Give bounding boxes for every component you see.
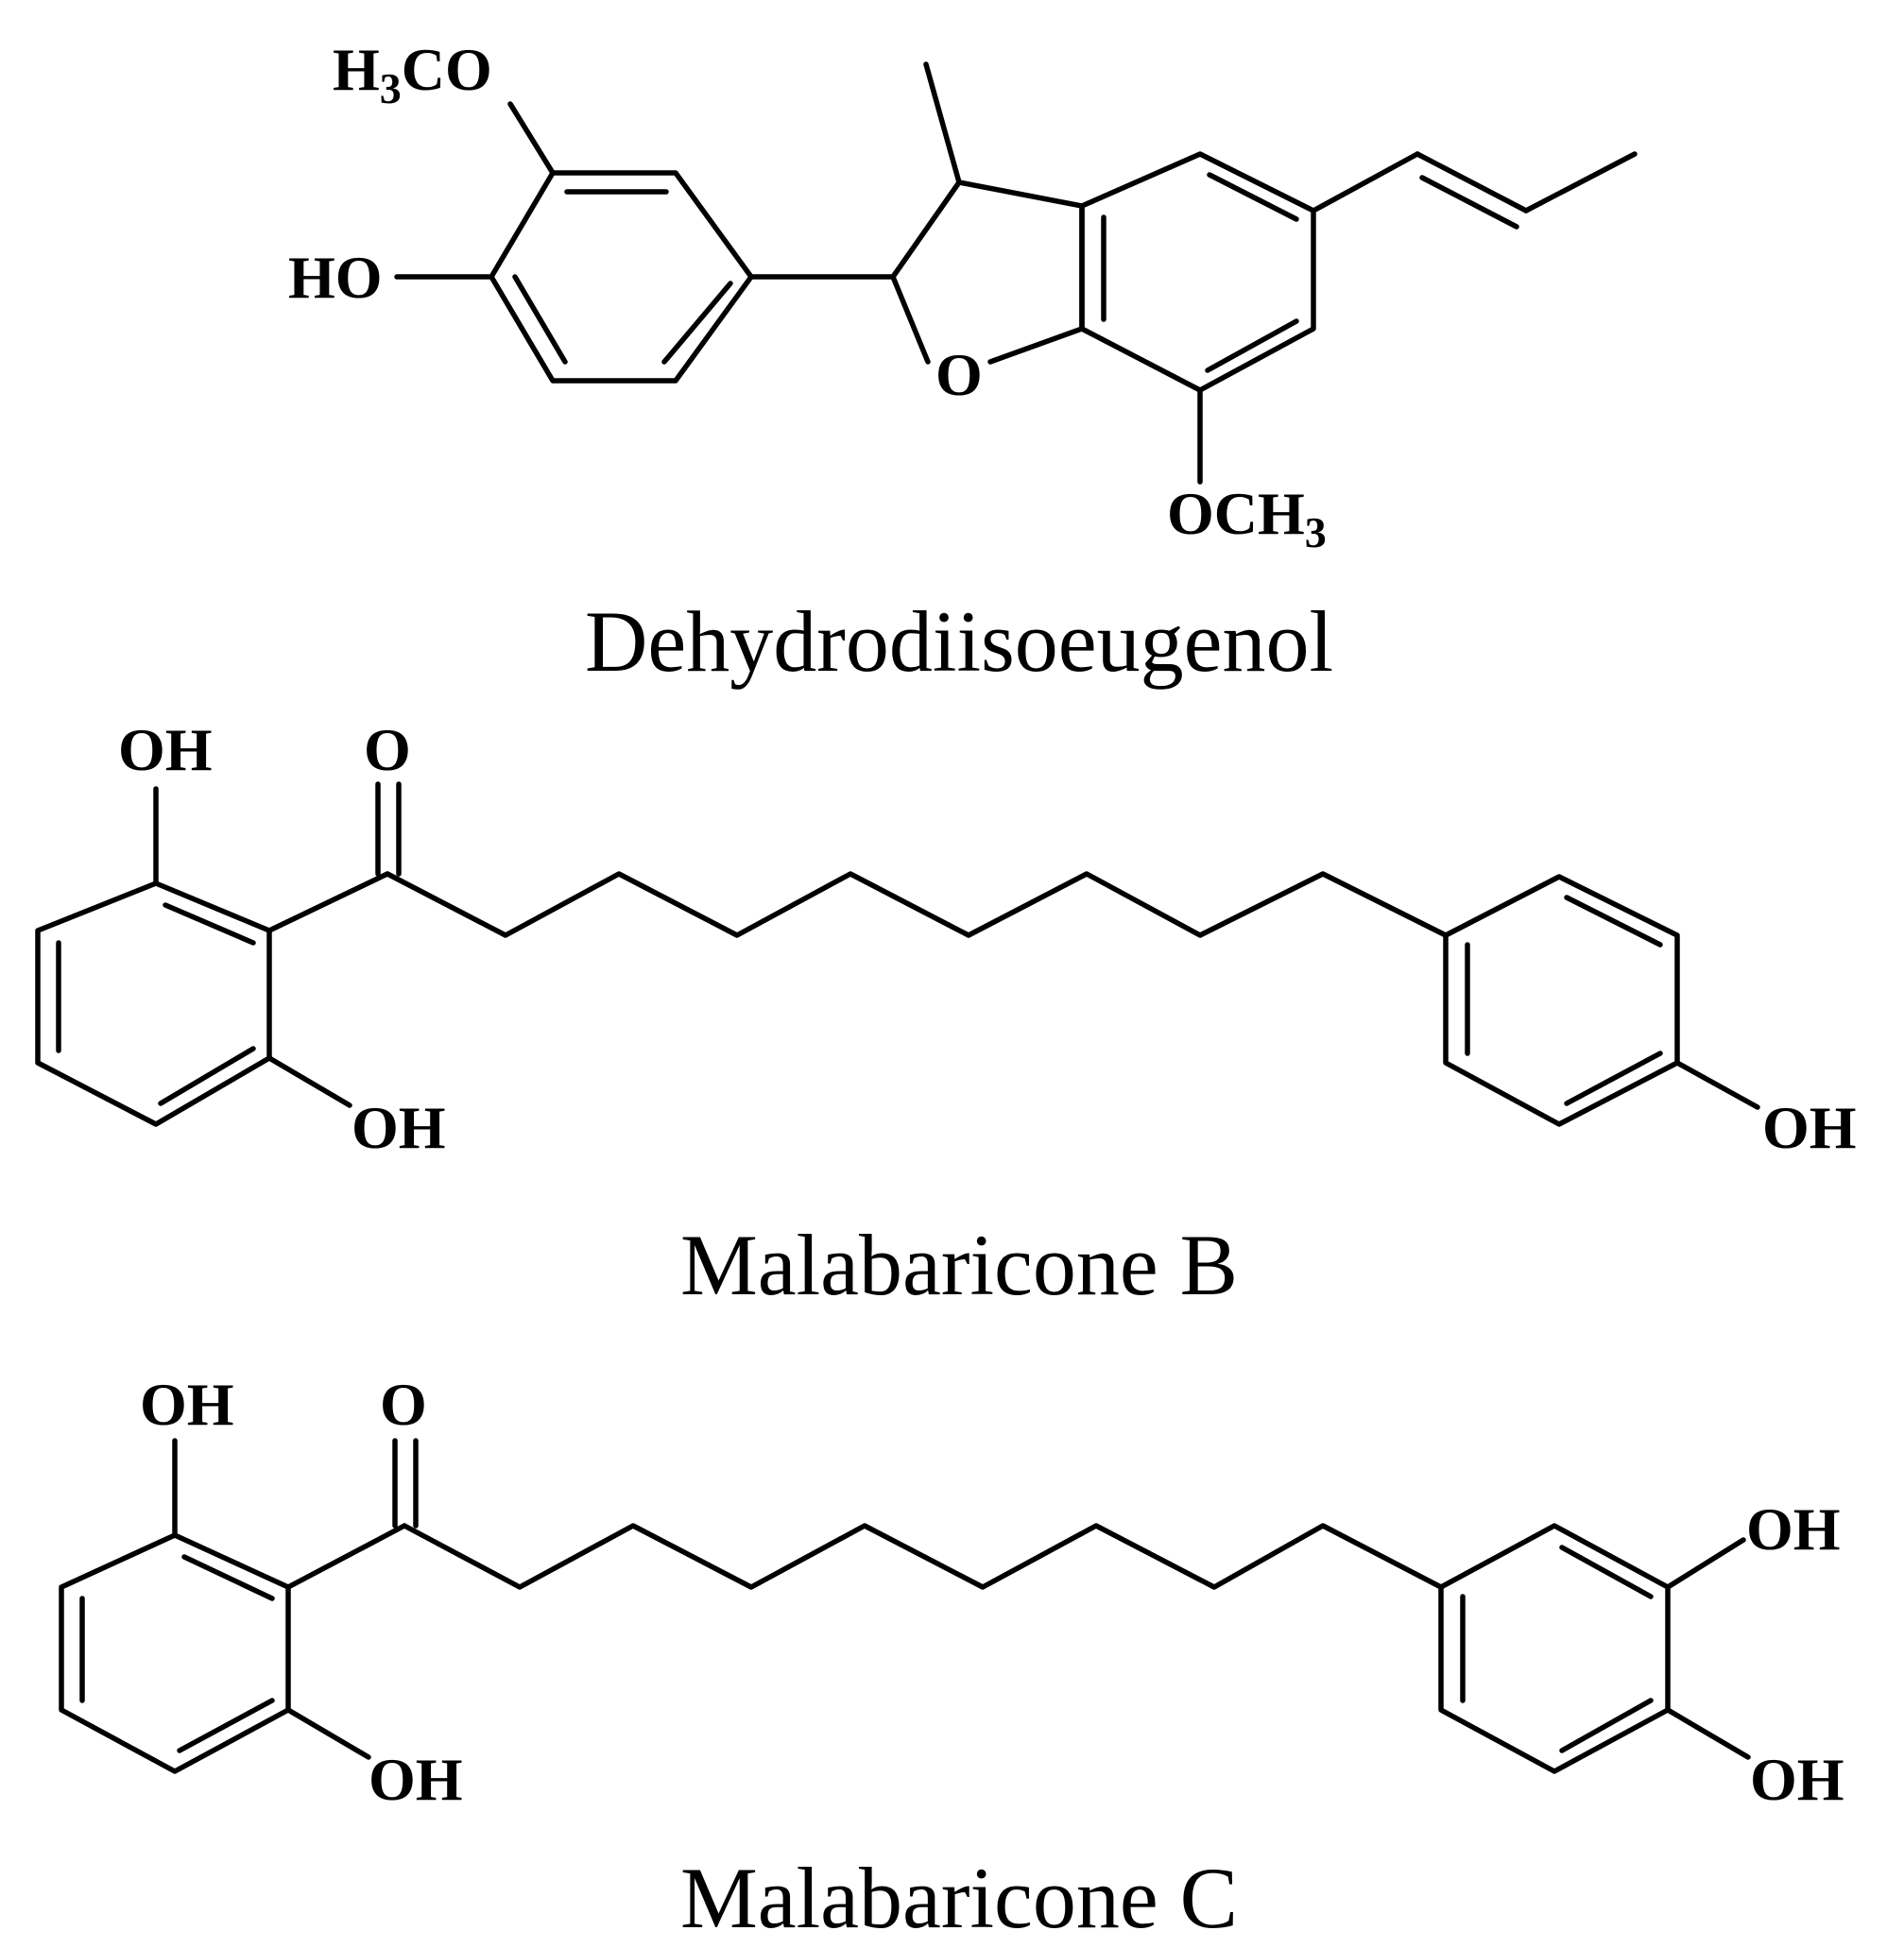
left-aryl-ring xyxy=(489,170,754,384)
malabaricone-b-alkyl-chain xyxy=(385,871,1449,938)
malabaricone-b-oh-top: OH xyxy=(118,716,213,783)
malabaricone-c-oh-meta: OH xyxy=(1746,1495,1841,1563)
malabaricone-c-left-ring xyxy=(59,1532,291,1774)
malabaricone-c-oh-bottom: OH xyxy=(369,1746,463,1813)
ring-oxygen-label: O xyxy=(935,341,983,408)
malabaricone-b-carbonyl-o: O xyxy=(364,716,411,783)
hydroxy-label: HO xyxy=(288,244,383,311)
malabaricone-b-oh-para: OH xyxy=(1762,1094,1857,1161)
malabaricone-c-oh-top: OH xyxy=(140,1371,234,1438)
malabaricone-c-right-ring xyxy=(1438,1523,1671,1774)
malabaricone-b-left-ring xyxy=(35,880,272,1127)
malabaricone-c-caption: Malabaricone C xyxy=(680,1850,1238,1946)
malabaricone-c-oh-para: OH xyxy=(1750,1746,1844,1813)
malabaricone-b-right-ring xyxy=(1443,874,1680,1127)
malabaricone-c-carbonyl-o: O xyxy=(380,1371,427,1438)
malabaricone-c-alkyl-chain xyxy=(402,1523,1444,1590)
dehydrodiisoeugenol-structure: H3CO HO O OCH3 Dehydrodiisoeugenol xyxy=(288,36,1638,690)
right-aryl-ring xyxy=(1079,151,1316,393)
malabaricone-b-caption: Malabaricone B xyxy=(680,1217,1238,1313)
malabaricone-c-structure: OH O OH OH OH Malabaricone C xyxy=(59,1371,1844,1946)
malabaricone-b-structure: OH O OH OH Malabaricone B xyxy=(35,716,1857,1313)
dehydrodiisoeugenol-caption: Dehydrodiisoeugenol xyxy=(585,593,1333,690)
dihydrofuran-ring xyxy=(890,179,1085,365)
methoxy-bottom-label: OCH3 xyxy=(1167,480,1327,556)
methoxy-top-label: H3CO xyxy=(333,36,492,112)
malabaricone-b-oh-bottom: OH xyxy=(352,1094,446,1161)
